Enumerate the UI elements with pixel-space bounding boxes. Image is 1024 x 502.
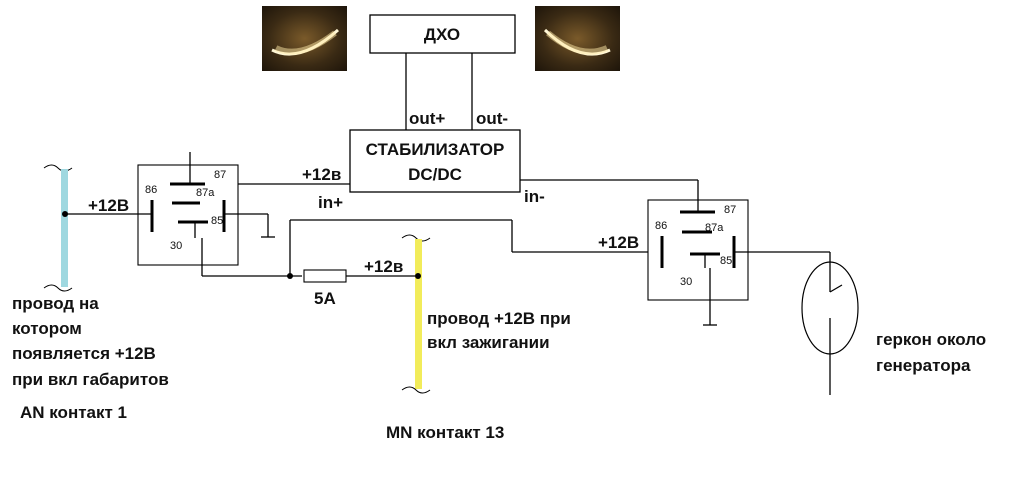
label-reed-2: генератора	[876, 356, 971, 375]
label-wire-yellow-contact: MN контакт 13	[386, 423, 504, 442]
drl-photo-left	[262, 6, 347, 71]
label-wire-blue-2: котором	[12, 319, 82, 338]
label-plus12-fuse: +12в	[364, 257, 403, 276]
stabilizer-box: СТАБИЛИЗАТОР DC/DC	[349, 129, 521, 193]
label-fuse: 5A	[314, 289, 336, 308]
label-plus12-left-input: +12В	[88, 196, 129, 215]
relay-right: 86 87 87a 85 30	[520, 179, 831, 326]
relay-right-pin30: 30	[680, 276, 692, 288]
relay-left-pin87: 87	[214, 169, 226, 181]
label-out-minus: out-	[476, 109, 508, 128]
label-wire-blue-4: при вкл габаритов	[12, 370, 169, 389]
relay-left: 86 87 87a 85 30	[62, 152, 350, 277]
reed-switch	[801, 261, 859, 395]
drl-label: ДХО	[424, 25, 460, 44]
stabilizer-title: СТАБИЛИЗАТОР	[366, 140, 505, 159]
label-wire-blue-1: провод на	[12, 294, 99, 313]
relay-left-pin87a: 87a	[196, 187, 215, 199]
drl-box: ДХО	[369, 14, 516, 54]
label-wire-blue-3: появляется +12В	[12, 344, 156, 363]
label-wire-blue-contact: AN контакт 1	[20, 403, 127, 422]
label-in-minus: in-	[524, 187, 545, 206]
drl-photo-right	[535, 6, 620, 71]
label-reed-1: геркон около	[876, 330, 986, 349]
relay-left-pin30: 30	[170, 240, 182, 252]
label-plus12-stabilizer: +12в	[302, 165, 341, 184]
relay-right-pin87a: 87a	[705, 222, 724, 234]
fuse	[303, 269, 347, 283]
relay-left-pin86: 86	[145, 184, 157, 196]
label-wire-yellow-2: вкл зажигании	[427, 333, 550, 352]
label-plus12-right-input: +12В	[598, 233, 639, 252]
junction-fuse	[287, 273, 293, 279]
label-in-plus: in+	[318, 193, 343, 212]
junction-yellow	[415, 273, 421, 279]
label-wire-yellow-1: провод +12В при	[427, 309, 571, 328]
label-out-plus: out+	[409, 109, 445, 128]
wire-yellow	[401, 234, 431, 394]
relay-left-pin85: 85	[211, 215, 223, 227]
relay-right-pin87: 87	[724, 204, 736, 216]
stabilizer-subtitle: DC/DC	[408, 165, 462, 184]
wire-blue	[43, 164, 73, 292]
relay-right-pin85: 85	[720, 255, 732, 267]
relay-right-pin86: 86	[655, 220, 667, 232]
